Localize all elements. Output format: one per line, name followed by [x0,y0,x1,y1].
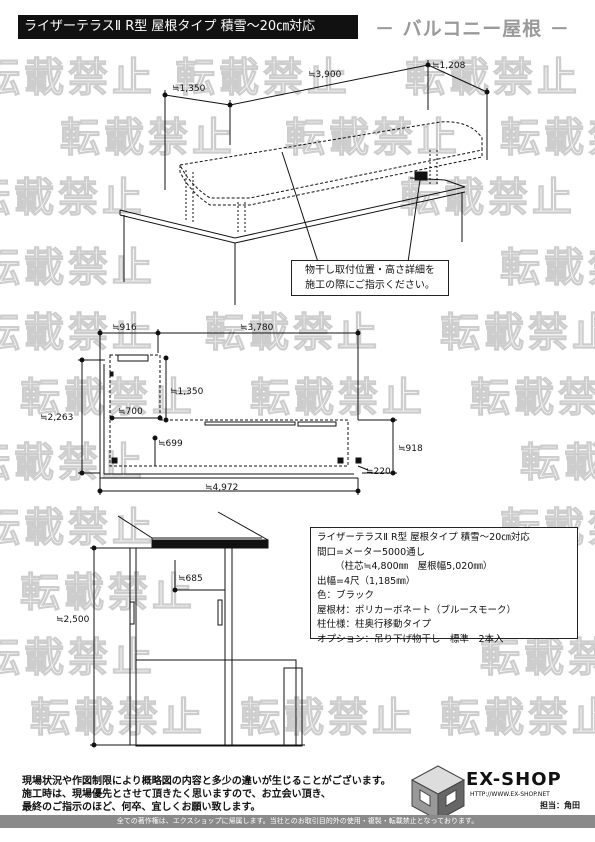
spec-box: ライザーテラスⅡ R型 屋根タイプ 積雪～20㎝対応 間口=メーター5000通し… [310,527,578,645]
callout-line: 施工の際にご指示ください。 [305,280,435,291]
dim-3d-right: ≒1,208 [432,61,466,71]
spec-line: 色：ブラック [317,590,375,601]
callout-box: 物干し取付位置・高さ詳細を 施工の際にご指示ください。 [291,260,449,296]
dim-plan-bottom: ≒4,972 [205,483,238,493]
plan-view [78,329,397,495]
notice-text: 現場状況や作図制限により概略図の内容と多少の違いが生じることがございます。 施工… [22,775,402,814]
spec-line: 出幅=4尺（1,185㎜） [317,575,416,587]
logo-cube-icon [410,765,466,821]
dim-plan-right-height: ≒918 [398,444,423,454]
dim-plan-corner: ≒220 [366,467,391,477]
dim-elevation-depth: ≒685 [178,574,203,584]
perspective-view [119,60,490,305]
callout-line: 物干し取付位置・高さ詳細を [305,265,435,276]
spec-line: 屋根材：ポリカーボネート（ブルースモーク） [317,604,517,616]
spec-line: ライザーテラスⅡ R型 屋根タイプ 積雪～20㎝対応 [317,532,530,543]
dim-plan-top-left: ≒916 [112,323,137,333]
dim-elevation-height: ≒2,500 [56,615,90,625]
dim-plan-top: ≒3,780 [240,323,274,333]
page-subtitle: － バルコニー屋根 － [375,18,570,40]
footer-copyright: 全ての著作権は、エクスショップに帰属します。当社とのお取引目的外の使用・複製・転… [0,815,595,828]
spec-line: 柱仕様：柱奥行移動タイプ [317,619,432,630]
logo-url: HTTP://WWW.EX-SHOP.NET [470,791,550,798]
logo-name: EX-SHOP [466,769,562,790]
spec-line: （柱芯≒4,800㎜ 屋根幅5,020㎜） [335,561,493,572]
notice-line: 最終のご指示のほど、何卒、宜しくお願い致します。 [22,802,261,813]
spec-line: 間口=メーター5000通し [317,546,426,558]
page-title: ライザーテラスⅡ R型 屋根タイプ 積雪～20㎝対応 [18,15,358,39]
notice-line: 施工時は、現場優先とさせて頂きたく思いますので、お立会い頂き、 [22,789,331,800]
dim-3d-top: ≒3,900 [308,70,342,80]
staff-label: 担当：角田 [540,801,580,810]
side-elevation [90,511,305,748]
notice-line: 現場状況や作図制限により概略図の内容と多少の違いが生じることがございます。 [22,776,391,787]
dim-plan-inner-width: ≒700 [118,407,143,417]
spec-line: オプション：吊り下げ物干し 標準 2本入 [317,633,504,645]
dim-plan-height: ≒2,263 [40,413,73,423]
dim-3d-left: ≒1,350 [172,84,206,94]
dim-plan-inner-depth: ≒1,350 [170,387,204,397]
dim-plan-post-inset: ≒699 [158,439,183,449]
